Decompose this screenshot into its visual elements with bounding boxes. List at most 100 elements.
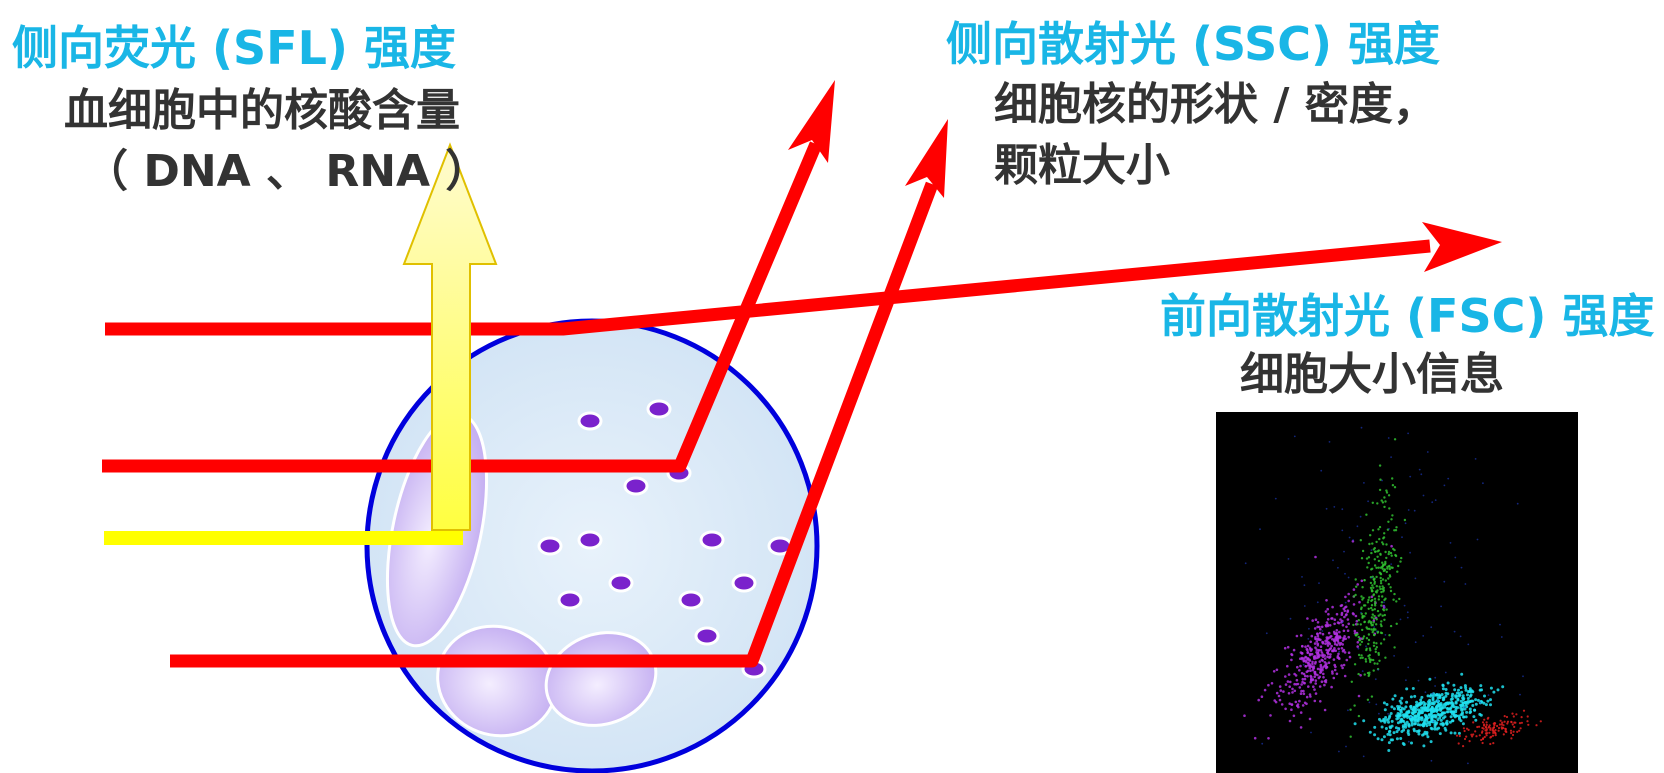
scatter-dot-cyan [1376,737,1380,741]
scatter-dot-green [1368,596,1371,599]
scatter-dot-cyan [1422,744,1426,748]
scatter-dot-violet [1335,643,1339,647]
scatter-dot-violet [1290,658,1293,662]
scatter-dot-green [1370,616,1374,619]
scatter-dot-red [1463,737,1467,741]
scatter-dot-green [1361,549,1365,553]
scatter-dot-cyan [1460,690,1464,694]
scatter-dot-green [1357,714,1361,718]
scatter-dot-violet [1338,643,1342,646]
scatter-dot-green [1371,529,1375,532]
scatter-dot-blue [1345,745,1347,748]
scatter-dot-violet [1326,623,1329,626]
scatter-dot-cyan [1461,698,1465,701]
scatter-dot-green [1378,659,1381,662]
scatter-dot-green [1376,555,1379,558]
scatter-dot-green [1380,620,1383,623]
scatter-dot-violet [1315,640,1319,643]
scatter-dot-violet [1286,645,1290,649]
scatter-dot-cyan [1454,700,1458,704]
scatter-dot-blue [1399,618,1402,621]
scatter-dot-red [1506,720,1510,723]
scatter-dot-cyan [1402,728,1406,732]
scatter-dot-green [1371,631,1374,634]
scatter-dot-red [1512,715,1515,718]
scatter-dot-cyan [1457,694,1461,698]
scatter-dot-blue [1357,647,1360,650]
scatter-dot-blue [1333,506,1336,508]
scatter-dot-cyan [1454,714,1458,718]
scatter-dot-green [1381,567,1384,570]
scatter-dot-cyan [1396,721,1400,725]
scatter-dot-cyan [1433,700,1437,704]
scatter-dot-violet [1333,632,1337,636]
scatter-dot-green [1374,600,1377,603]
scatter-dot-green [1388,575,1392,578]
scatter-dot-red [1472,721,1475,724]
scatter-dot-green [1388,634,1391,637]
scatter-dot-green [1352,623,1355,627]
scatter-dot-green [1365,637,1369,640]
scatter-dot-blue [1474,458,1477,460]
scatter-dot-violet [1319,665,1323,669]
scatter-dot-violet [1356,583,1359,586]
scatter-dot-violet [1337,647,1340,651]
scatter-dot-cyan [1489,686,1493,690]
scattergram [1216,412,1578,773]
scatter-dot-violet [1319,649,1323,652]
scatter-dot-green [1368,658,1372,662]
scatter-dot-cyan [1480,700,1484,704]
scatter-dot-violet [1311,666,1315,669]
scatter-dot-cyan [1417,732,1421,736]
scatter-dot-violet [1340,604,1344,607]
scatter-dot-cyan [1373,733,1377,737]
scatter-dot-violet [1314,692,1318,695]
scatter-dot-green [1370,604,1374,607]
scatter-dot-violet [1302,672,1306,676]
scatter-dot-violet [1318,685,1322,688]
scatter-dot-cyan [1394,726,1398,730]
scatter-dot-green [1364,604,1367,607]
scatter-dot-cyan [1435,727,1439,731]
scatter-dot-green [1378,537,1381,541]
scatter-dot-green [1354,593,1357,597]
scatter-dot-red [1512,730,1515,733]
scatter-dot-cyan [1373,725,1377,729]
scatter-dot-blue [1341,529,1344,532]
scatter-dot-green [1372,593,1376,596]
scatter-dot-violet [1333,638,1336,641]
scatter-dot-blue [1424,691,1427,694]
scatter-dot-violet [1310,675,1313,679]
scatter-dot-cyan [1384,727,1388,730]
scatter-dot-cyan [1385,703,1389,706]
scatter-dot-green [1357,619,1360,622]
scatter-dot-red [1485,723,1488,726]
scatter-dot-green [1384,550,1387,554]
scatter-dot-red [1539,720,1542,723]
scatter-dot-cyan [1468,687,1472,691]
scatter-dot-cyan [1392,707,1396,711]
scatter-dot-violet [1323,661,1327,664]
scatter-dot-violet [1332,676,1336,680]
scatter-dot-violet [1355,620,1359,623]
scatter-dot-cyan [1421,723,1424,727]
scatter-dot-blue [1449,542,1452,544]
scatter-dot-green [1369,581,1373,585]
scatter-dot-green [1356,633,1359,636]
scatter-dot-cyan [1389,738,1393,742]
scatter-dot-green [1375,623,1378,626]
ssc-title: 侧向散射光 (SSC) 强度 [946,17,1441,71]
scatter-dot-violet [1327,641,1330,644]
scatter-dot-violet [1303,677,1307,681]
scatter-dot-violet [1330,644,1333,648]
scatter-dot-cyan [1474,702,1478,706]
scatter-dot-green [1387,552,1390,556]
scatter-dot-cyan [1457,731,1461,735]
scatter-dot-cyan [1434,714,1438,718]
scatter-dot-green [1372,586,1375,589]
scatter-dot-blue [1378,712,1380,715]
scatter-dot-green [1362,635,1366,638]
scatter-dot-green [1399,560,1402,563]
scatter-dot-violet [1320,658,1324,662]
scatter-dot-blue [1431,692,1434,695]
